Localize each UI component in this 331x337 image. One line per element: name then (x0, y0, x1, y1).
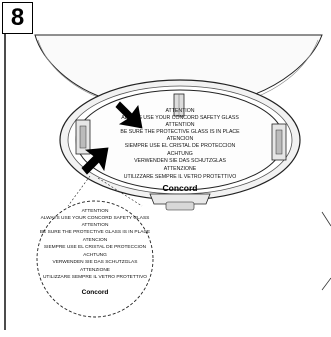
magnifier-leader (97, 177, 143, 207)
magnified-line: BE SURE THE PROTECTIVE GLASS IS IN PLACE (40, 229, 150, 235)
magnified-line: ATTENTION (82, 208, 109, 214)
magnified-line: SIEMPRE USE EL CRISTAL DE PROTECCION (44, 244, 147, 250)
label-line: VERWENDEN SIE DAS SCHUTZGLAS (134, 158, 226, 164)
label-line: ATENCION (167, 136, 194, 142)
label-line: ACHTUNG (167, 151, 193, 157)
glass-warning-label: ATTENTION ALWAYS USE YOUR CONCORD SAFETY… (120, 108, 240, 180)
glass-latch (149, 193, 211, 211)
pointing-arrow-icon (81, 147, 109, 175)
label-line: ALWAYS USE YOUR CONCORD SAFETY GLASS (121, 115, 239, 121)
label-line: ATTENTION (165, 122, 194, 128)
step-number-box: 8 (2, 2, 33, 34)
label-line: ATTENZIONE (164, 166, 197, 172)
lamp-socket-left (75, 119, 91, 155)
magnified-line: VERWENDEN SIE DAS SCHUTZGLAS (53, 259, 138, 265)
label-line: SIEMPRE USE EL CRISTAL DE PROTECCION (125, 143, 236, 149)
label-line: ATTENTION (165, 108, 194, 114)
step-number: 8 (10, 4, 25, 31)
magnified-line: ATTENTION (82, 222, 109, 228)
magnified-label-text: ATTENTION ALWAYS USE YOUR CONCORD SAFETY… (40, 208, 150, 280)
magnified-line: ACHTUNG (83, 252, 107, 258)
adjacent-panel-mark (321, 211, 331, 227)
magnified-line: ATTENZIONE (80, 267, 110, 273)
magnified-brand-logo: Concord (82, 289, 109, 296)
lamp-socket-top (173, 93, 185, 117)
magnified-line: UTILIZZARE SEMPRE IL VETRO PROTETTIVO (43, 274, 147, 280)
lamp-socket-right (271, 123, 287, 161)
label-line: BE SURE THE PROTECTIVE GLASS IS IN PLACE (120, 129, 240, 135)
pointing-arrow-icon (115, 101, 143, 129)
label-line: UTILIZZARE SEMPRE IL VETRO PROTETTIVO (124, 174, 237, 180)
magnifier-leader (67, 175, 91, 207)
magnified-detail-icon (36, 200, 154, 318)
magnified-line: ATENCION (83, 237, 108, 243)
magnified-line: ALWAYS USE YOUR CONCORD SAFETY GLASS (41, 215, 150, 221)
adjacent-panel-mark (321, 277, 331, 291)
brand-logo: Concord (163, 183, 198, 193)
